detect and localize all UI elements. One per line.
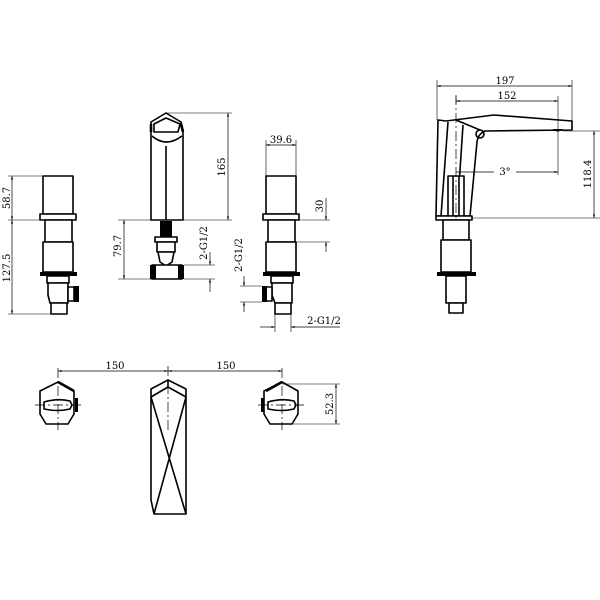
dim-overall-length: 197 (495, 76, 514, 87)
dim-handle-diameter: 39.6 (270, 135, 292, 146)
dim-bottom-outlet-thread: 2-G1/2 (307, 316, 341, 327)
dim-right-spacing: 150 (216, 361, 235, 372)
dim-inlet-thread: 2-G1/2 (199, 226, 210, 260)
dim-body-below-deck: 127.5 (2, 254, 13, 283)
dim-reach: 152 (497, 91, 516, 102)
spout-side-view: 197 152 3° 118.4 (435, 76, 600, 314)
dim-spout-height: 165 (217, 157, 228, 176)
dim-below-deck-height: 79.7 (113, 235, 124, 257)
spout-front-view: 165 79.7 2-G1/2 (113, 112, 232, 292)
dim-outlet-height: 118.4 (583, 160, 594, 189)
top-plan-view: 150 150 52.3 (35, 361, 340, 515)
dim-tilt-angle: 3° (499, 167, 510, 178)
right-handle-side-view: 39.6 30 2-G1/2 2-G1/2 (234, 135, 341, 332)
dim-handle-depth: 52.3 (325, 393, 336, 415)
dim-side-inlet-thread: 2-G1/2 (234, 238, 245, 272)
dim-sleeve-height: 30 (315, 200, 326, 213)
left-handle-side-view: 58.7 127.5 (2, 175, 79, 315)
dim-handle-height: 58.7 (2, 187, 13, 209)
dim-left-spacing: 150 (105, 361, 124, 372)
